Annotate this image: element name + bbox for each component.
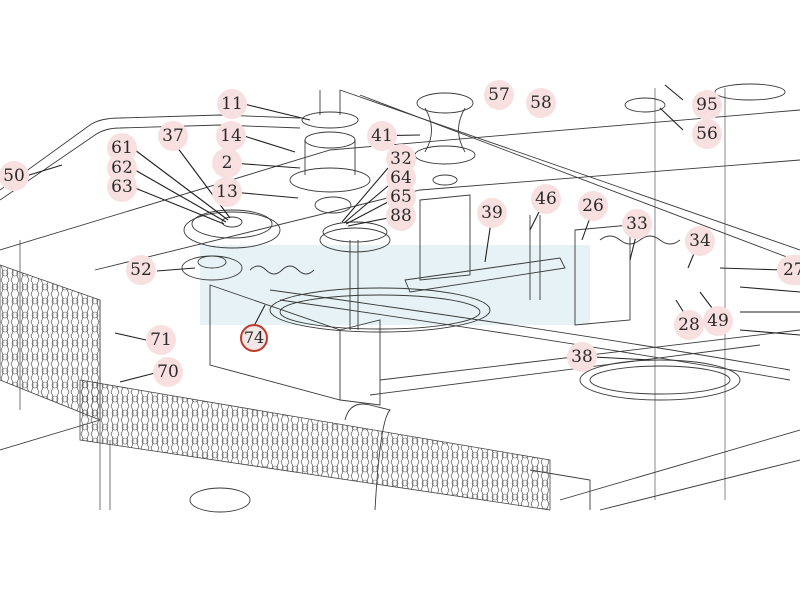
callout-27[interactable]: 27 <box>777 255 800 285</box>
callout-56[interactable]: 56 <box>692 119 722 149</box>
deck-outline <box>0 83 800 513</box>
callout-95[interactable]: 95 <box>692 90 722 120</box>
callout-2[interactable]: 2 <box>212 148 242 178</box>
callout-34[interactable]: 34 <box>685 226 715 256</box>
callout-28[interactable]: 28 <box>674 310 704 340</box>
callout-49[interactable]: 49 <box>703 306 733 336</box>
callout-57[interactable]: 57 <box>484 80 514 110</box>
callout-46[interactable]: 46 <box>531 184 561 214</box>
callout-58[interactable]: 58 <box>526 88 556 118</box>
highlight-band <box>200 245 590 325</box>
callout-74-highlighted[interactable]: 74 <box>240 324 268 352</box>
callout-14[interactable]: 14 <box>216 121 246 151</box>
callout-37[interactable]: 37 <box>158 121 188 151</box>
callout-88[interactable]: 88 <box>386 201 416 231</box>
callout-11[interactable]: 11 <box>217 89 247 119</box>
callout-33[interactable]: 33 <box>622 209 652 239</box>
leader-lines <box>25 84 800 383</box>
callout-38[interactable]: 38 <box>567 342 597 372</box>
callout-39[interactable]: 39 <box>477 198 507 228</box>
callout-71[interactable]: 71 <box>146 325 176 355</box>
callout-50[interactable]: 50 <box>0 161 29 191</box>
chain-curtain-front <box>79 379 551 511</box>
callout-26[interactable]: 26 <box>578 191 608 221</box>
callout-63[interactable]: 63 <box>107 172 137 202</box>
callout-13[interactable]: 13 <box>212 177 242 207</box>
callout-52[interactable]: 52 <box>126 255 156 285</box>
callout-70[interactable]: 70 <box>153 357 183 387</box>
